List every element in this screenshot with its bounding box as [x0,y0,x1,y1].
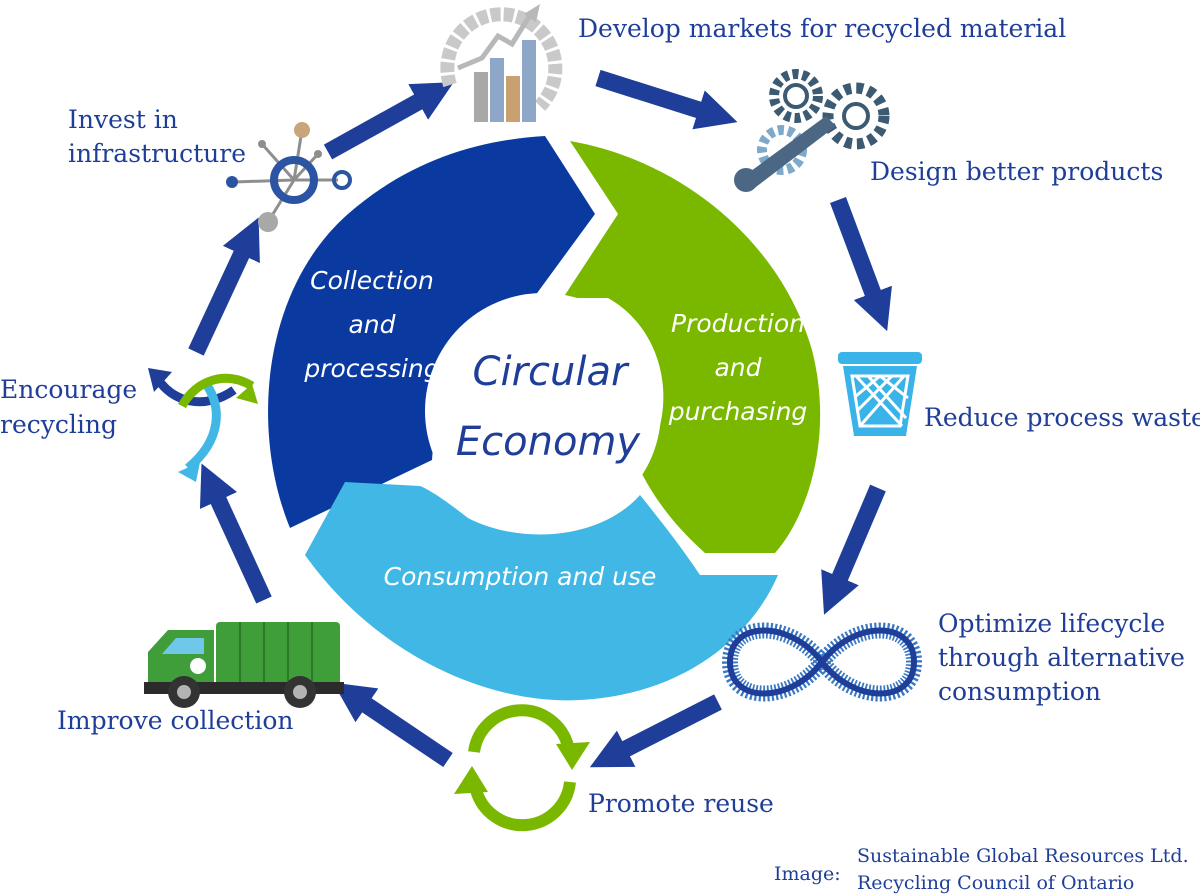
step-optimize-lifecycle-1: Optimize lifecycle [938,609,1165,638]
step-encourage-recycling-2: recycling [0,410,117,439]
arrow-markets-to-design [595,69,738,130]
step-optimize-lifecycle-2: through alternative [938,643,1185,672]
credit-line-1: Sustainable Global Resources Ltd. [857,845,1189,867]
step-invest-infrastructure-1: Invest in [68,105,178,134]
segment-collection-label-3: processing [303,354,439,383]
step-encourage-recycling-1: Encourage [0,375,137,404]
step-reduce-waste: Reduce process waste [924,403,1200,432]
arrow-waste-to-lifecycle [821,484,886,615]
cycle-arrows [188,69,892,768]
recycle-swirl-icon [148,368,258,482]
waste-bin-icon [838,352,922,436]
segment-production-label-3: purchasing [668,397,808,426]
step-optimize-lifecycle-3: consumption [938,677,1101,706]
credit-line-2: Recycling Council of Ontario [857,872,1134,894]
reuse-arrows-icon [454,704,590,832]
step-promote-reuse: Promote reuse [588,789,774,818]
center-circle [425,293,661,529]
segment-production-label-2: and [714,353,761,382]
segment-consumption-shape [305,482,778,701]
arrow-recycling-to-infrastructure [188,217,260,356]
segment-consumption-label: Consumption and use [384,562,657,591]
segment-collection-shape [268,136,595,528]
gears-wrench-icon [734,69,890,192]
step-improve-collection: Improve collection [57,706,294,735]
bar-chart-growth-icon [440,4,563,122]
segment-production-shape [563,141,821,553]
step-design-products: Design better products [870,157,1163,186]
arrow-design-to-waste [830,197,892,332]
segment-production-label-1: Production [671,309,805,338]
garbage-truck-icon [144,622,344,708]
arrow-collection-to-recycling [199,463,272,604]
network-hub-icon [226,122,352,232]
center-title-line-2: Economy [456,419,642,465]
arrow-infrastructure-to-markets [323,82,454,160]
step-invest-infrastructure-2: infrastructure [68,139,246,168]
credit-label: Image: [774,863,841,885]
center-title-line-1: Circular [473,349,630,395]
segment-collection-label-1: Collection [310,266,434,295]
arrow-lifecycle-to-reuse [589,694,722,768]
step-develop-markets: Develop markets for recycled material [578,14,1066,43]
infinity-icon [721,622,923,702]
arrow-reuse-to-collection [333,682,453,768]
segment-collection-label-2: and [348,310,395,339]
